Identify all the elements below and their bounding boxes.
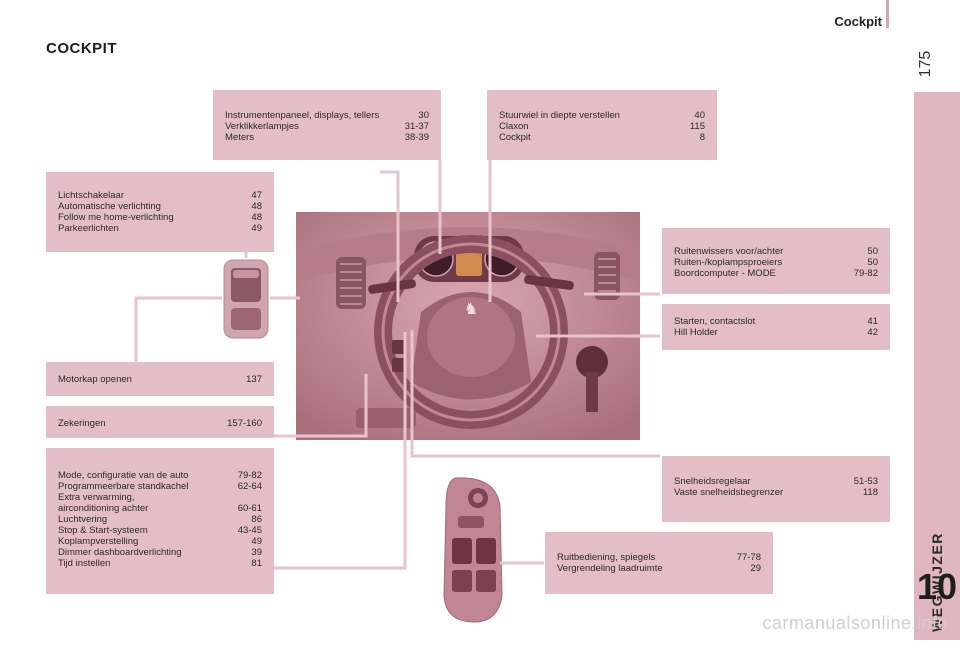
chapter-side-tab: WEGWIJZER 10 xyxy=(914,92,960,640)
dashboard-photo: ♞ xyxy=(296,212,640,440)
dashboard-illustration: ♞ xyxy=(296,212,640,440)
chapter-number: 10 xyxy=(916,566,958,607)
light-switch-image xyxy=(222,258,270,340)
header-title: Cockpit xyxy=(834,14,882,29)
svg-text:♞: ♞ xyxy=(464,299,478,318)
watermark: carmanualsonline.info xyxy=(762,613,948,633)
window-switch-image xyxy=(438,476,506,624)
header-divider xyxy=(886,0,889,28)
entry-row: Extra verwarming, xyxy=(58,492,135,503)
page-number: 175 xyxy=(917,50,934,78)
section-title: COCKPIT xyxy=(46,40,117,57)
